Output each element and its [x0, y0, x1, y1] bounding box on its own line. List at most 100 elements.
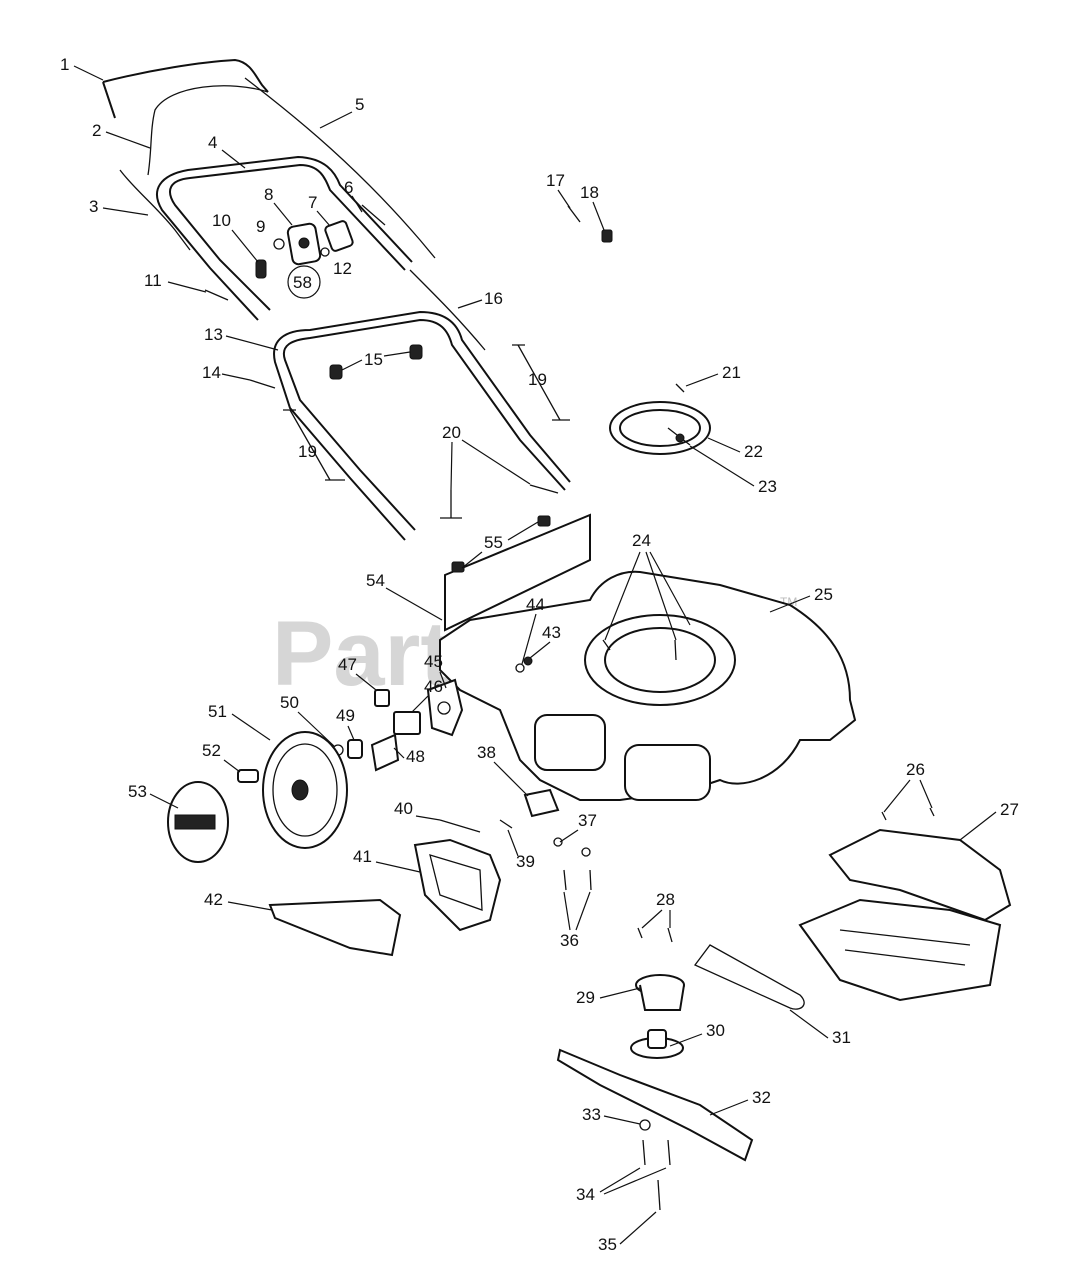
callout-42[interactable]: 42 — [204, 890, 223, 909]
part-47-pad[interactable] — [374, 689, 390, 707]
part-4-upper-handle[interactable] — [156, 155, 413, 321]
part-23-spring[interactable] — [667, 427, 691, 446]
callout-13[interactable]: 13 — [204, 325, 223, 344]
callout-27[interactable]: 27 — [1000, 800, 1019, 819]
part-49-bolt[interactable] — [347, 739, 363, 759]
callout-54[interactable]: 54 — [366, 571, 385, 590]
callout-5[interactable]: 5 — [355, 95, 364, 114]
part-1-control-bar[interactable] — [102, 58, 269, 119]
callout-18[interactable]: 18 — [580, 183, 599, 202]
callout-48[interactable]: 48 — [406, 747, 425, 766]
part-17-screw[interactable] — [567, 205, 581, 223]
callout-6[interactable]: 6 — [344, 178, 353, 197]
part-34-bolts[interactable] — [642, 1139, 671, 1166]
part-35-bolt[interactable] — [657, 1179, 661, 1211]
part-37-nut[interactable] — [553, 837, 591, 857]
callout-29[interactable]: 29 — [576, 988, 595, 1007]
callout-35[interactable]: 35 — [598, 1235, 617, 1254]
part-7-bracket[interactable] — [324, 220, 354, 252]
part-55-latch[interactable] — [451, 515, 551, 573]
callout-52[interactable]: 52 — [202, 741, 221, 760]
callout-7[interactable]: 7 — [308, 193, 317, 212]
part-41-flap[interactable] — [413, 838, 502, 932]
part-28-bolts[interactable] — [637, 927, 673, 943]
part-54-panel[interactable] — [444, 513, 591, 632]
callout-45[interactable]: 45 — [424, 652, 443, 671]
callout-41[interactable]: 41 — [353, 847, 372, 866]
callout-30[interactable]: 30 — [706, 1021, 725, 1040]
part-22-ring[interactable] — [609, 401, 711, 455]
callout-50[interactable]: 50 — [280, 693, 299, 712]
callout-37[interactable]: 37 — [578, 811, 597, 830]
callout-21[interactable]: 21 — [722, 363, 741, 382]
callout-25[interactable]: 25 — [814, 585, 833, 604]
callout-17[interactable]: 17 — [546, 171, 565, 190]
callout-38[interactable]: 38 — [477, 743, 496, 762]
part-48-bracket[interactable] — [370, 733, 400, 772]
part-18-clip[interactable] — [601, 229, 613, 243]
callout-19-left[interactable]: 19 — [298, 442, 317, 461]
part-20-fasteners[interactable] — [440, 484, 559, 519]
part-27-bag-cover[interactable] — [798, 898, 1002, 1002]
callout-39[interactable]: 39 — [516, 852, 535, 871]
callout-36[interactable]: 36 — [560, 931, 579, 950]
part-16-cable[interactable] — [409, 269, 486, 351]
part-15-knobs[interactable] — [329, 344, 423, 380]
callout-14[interactable]: 14 — [202, 363, 221, 382]
part-45-height-adjuster[interactable] — [426, 678, 464, 737]
part-30-adapter[interactable] — [630, 1029, 684, 1059]
part-21-screw[interactable] — [675, 383, 685, 393]
callout-9[interactable]: 9 — [256, 217, 265, 236]
part-13-lower-handle[interactable] — [273, 310, 571, 541]
callout-51[interactable]: 51 — [208, 702, 227, 721]
callout-4[interactable]: 4 — [208, 133, 217, 152]
callout-46[interactable]: 46 — [424, 677, 443, 696]
callout-26[interactable]: 26 — [906, 760, 925, 779]
part-40-rod[interactable] — [439, 819, 481, 833]
callout-28[interactable]: 28 — [656, 890, 675, 909]
callout-19-right[interactable]: 19 — [528, 370, 547, 389]
part-27-bag-frame[interactable] — [828, 828, 1012, 922]
part-10-knob[interactable] — [255, 259, 267, 279]
part-24-fasteners[interactable] — [602, 639, 677, 661]
callout-12[interactable]: 12 — [333, 259, 352, 278]
callout-2[interactable]: 2 — [92, 121, 101, 140]
callout-1[interactable]: 1 — [60, 55, 69, 74]
callout-31[interactable]: 31 — [832, 1028, 851, 1047]
part-8-control-housing[interactable] — [286, 222, 322, 266]
part-12-washer[interactable] — [320, 247, 330, 257]
callout-43[interactable]: 43 — [542, 623, 561, 642]
part-32-blade[interactable] — [556, 1048, 754, 1162]
part-3-cable[interactable] — [119, 169, 191, 251]
callout-8[interactable]: 8 — [264, 185, 273, 204]
part-5-cable[interactable] — [244, 77, 436, 259]
callout-47[interactable]: 47 — [338, 655, 357, 674]
callout-49[interactable]: 49 — [336, 706, 355, 725]
callout-34[interactable]: 34 — [576, 1185, 595, 1204]
part-38-bracket[interactable] — [523, 788, 560, 818]
part-39-spring[interactable] — [499, 819, 513, 829]
callout-11[interactable]: 11 — [144, 271, 162, 290]
callout-32[interactable]: 32 — [752, 1088, 771, 1107]
callout-23[interactable]: 23 — [758, 477, 777, 496]
callout-15[interactable]: 15 — [364, 350, 383, 369]
part-9-nut[interactable] — [273, 238, 285, 250]
callout-40[interactable]: 40 — [394, 799, 413, 818]
part-36-bolts[interactable] — [563, 869, 592, 891]
part-6-bolt[interactable] — [361, 204, 386, 226]
callout-33[interactable]: 33 — [582, 1105, 601, 1124]
part-46-bracket[interactable] — [393, 711, 421, 735]
part-19-bolts[interactable] — [283, 344, 570, 481]
callout-55[interactable]: 55 — [484, 533, 503, 552]
callout-16[interactable]: 16 — [484, 289, 503, 308]
callout-44[interactable]: 44 — [526, 595, 545, 614]
part-31-belt[interactable] — [693, 944, 805, 1010]
part-2-cable[interactable] — [147, 85, 269, 176]
part-26-screws[interactable] — [881, 807, 935, 821]
part-52-axle-bolt[interactable] — [237, 769, 259, 783]
callout-3[interactable]: 3 — [89, 197, 98, 216]
callout-22[interactable]: 22 — [744, 442, 763, 461]
part-53-hubcap[interactable] — [167, 781, 229, 863]
part-11-pin[interactable] — [204, 289, 229, 301]
part-33-washer[interactable] — [639, 1119, 651, 1131]
